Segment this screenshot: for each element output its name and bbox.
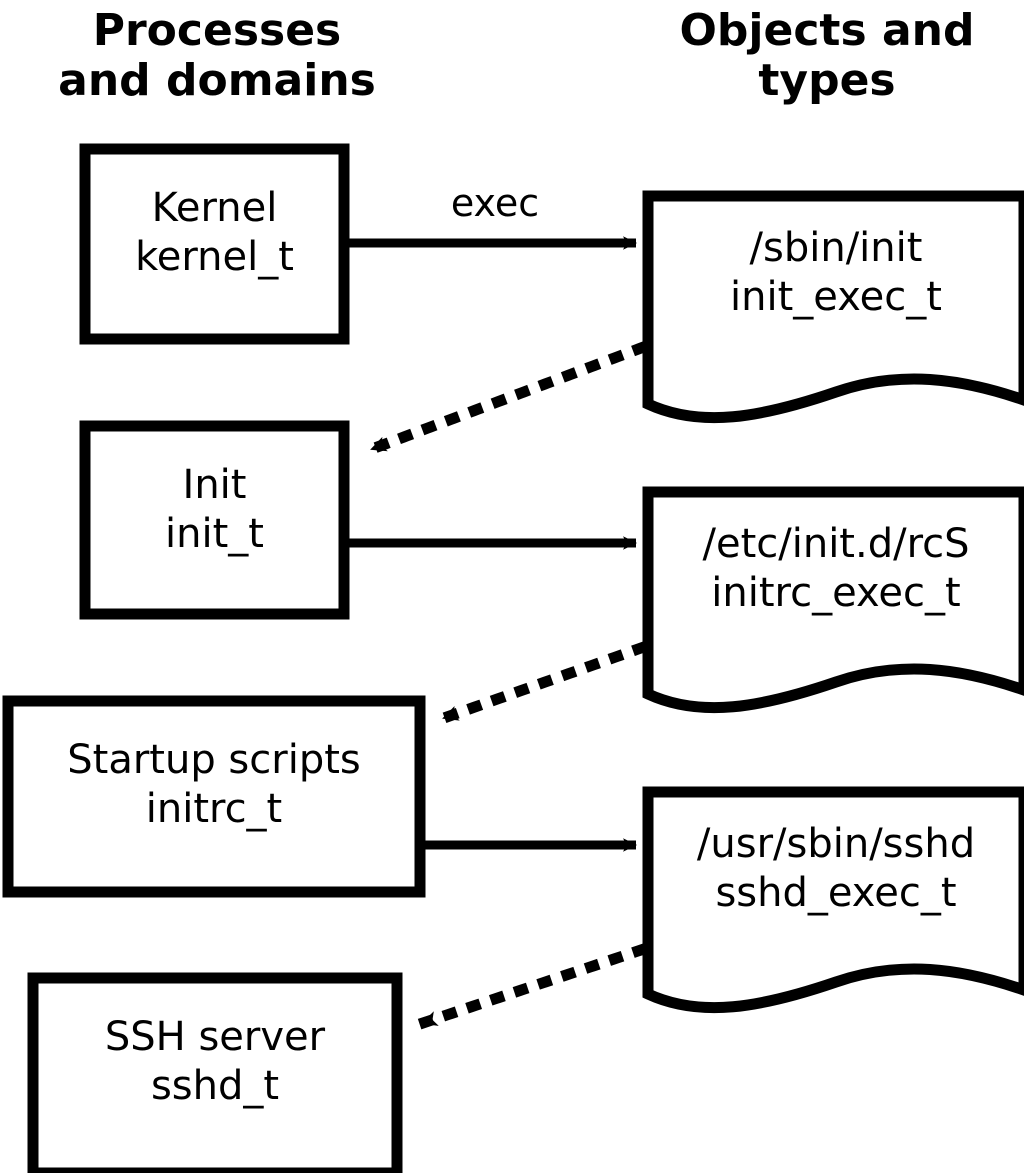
object-node-sshd-exec[interactable] (642, 786, 1024, 1014)
column-header-processes: Processes and domains (58, 5, 376, 106)
column-header-objects: Objects and types (679, 5, 975, 106)
object-node-initrc-exec[interactable] (642, 486, 1024, 714)
edge-label-exec: exec (450, 181, 540, 225)
edge-sshd-exec-transition-sshd (416, 943, 648, 1030)
edge-initrc-exec-transition-initrc (436, 640, 649, 726)
process-node-ssh-server[interactable] (27, 972, 403, 1173)
edge-init-exec-transition-init (364, 340, 649, 457)
process-node-kernel[interactable] (79, 143, 350, 345)
object-node-init-exec[interactable] (642, 190, 1024, 424)
process-node-init[interactable] (79, 420, 350, 620)
process-node-startup-scripts[interactable] (2, 695, 426, 898)
